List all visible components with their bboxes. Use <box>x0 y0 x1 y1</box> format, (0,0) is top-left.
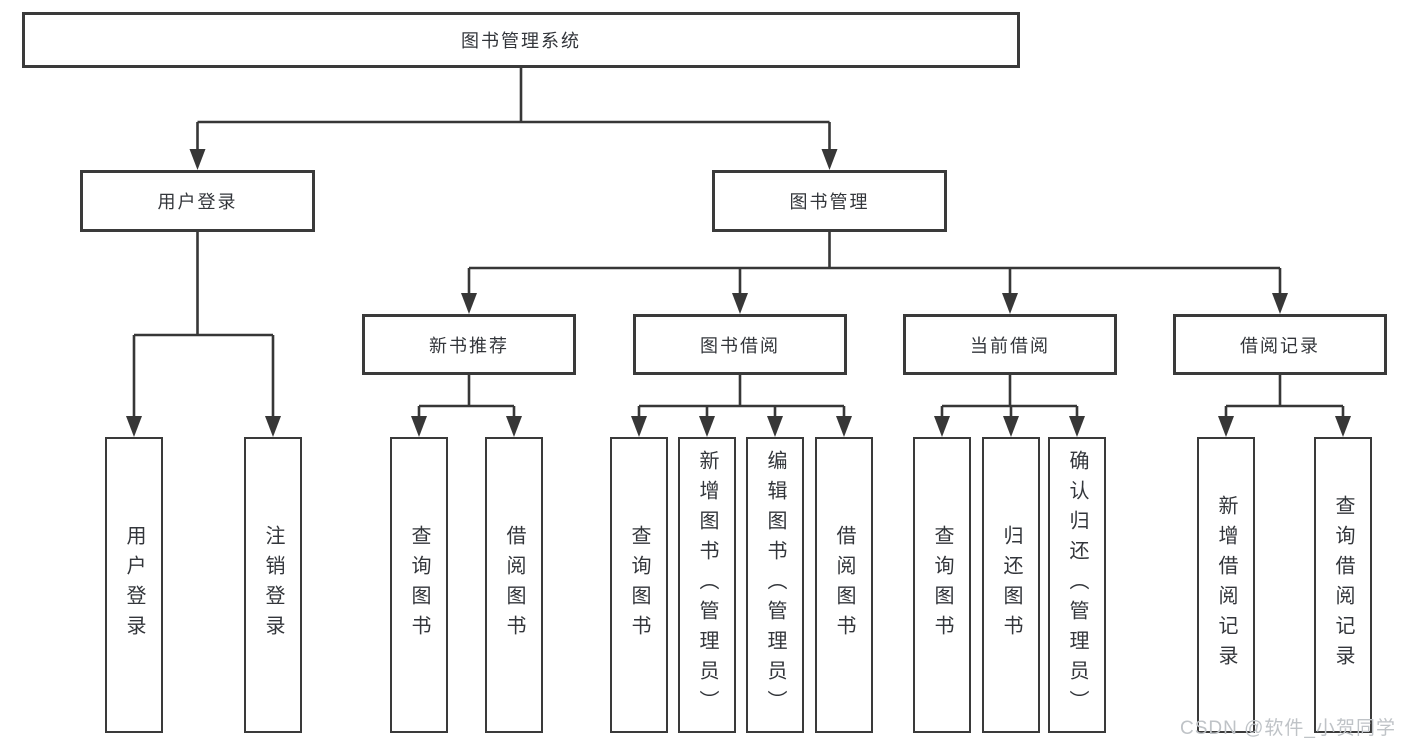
leaf-confirm-return-admin-label: 确认归还（管理员） <box>1066 450 1088 720</box>
leaf-query-books-borrow-label: 查询图书 <box>628 525 650 645</box>
connector-strokes <box>132 68 1345 418</box>
leaf-add-borrow-record-label: 新增借阅记录 <box>1215 495 1237 675</box>
node-user-login: 用户登录 <box>80 170 315 232</box>
node-current-borrow: 当前借阅 <box>903 314 1117 375</box>
leaf-return-books: 归还图书 <box>982 437 1040 733</box>
node-new-book-recommend-label: 新书推荐 <box>429 335 509 356</box>
leaf-edit-book-admin: 编辑图书（管理员） <box>746 437 804 733</box>
leaf-query-books-recommend-label: 查询图书 <box>408 525 430 645</box>
node-root-label: 图书管理系统 <box>461 31 581 51</box>
node-book-borrow: 图书借阅 <box>633 314 847 375</box>
node-book-borrow-label: 图书借阅 <box>700 335 780 356</box>
leaf-query-books-recommend: 查询图书 <box>390 437 448 733</box>
leaf-query-borrow-record-label: 查询借阅记录 <box>1332 495 1354 675</box>
node-borrow-records: 借阅记录 <box>1173 314 1387 375</box>
leaf-add-book-admin-label: 新增图书（管理员） <box>696 450 718 720</box>
node-book-management-label: 图书管理 <box>789 192 870 212</box>
leaf-query-books-current: 查询图书 <box>913 437 971 733</box>
leaf-query-books-borrow: 查询图书 <box>610 437 668 733</box>
leaf-user-login-label: 用户登录 <box>123 525 145 645</box>
leaf-return-books-label: 归还图书 <box>1000 525 1022 645</box>
leaf-borrow-books-recommend: 借阅图书 <box>485 437 543 733</box>
node-book-management: 图书管理 <box>712 170 947 232</box>
node-borrow-records-label: 借阅记录 <box>1240 335 1320 356</box>
leaf-add-book-admin: 新增图书（管理员） <box>678 437 736 733</box>
node-new-book-recommend: 新书推荐 <box>362 314 576 375</box>
leaf-query-books-current-label: 查询图书 <box>931 525 953 645</box>
leaf-add-borrow-record: 新增借阅记录 <box>1197 437 1255 733</box>
node-user-login-label: 用户登录 <box>157 192 238 212</box>
leaf-user-login: 用户登录 <box>105 437 163 733</box>
node-current-borrow-label: 当前借阅 <box>970 335 1050 356</box>
leaf-edit-book-admin-label: 编辑图书（管理员） <box>764 450 786 720</box>
node-root: 图书管理系统 <box>22 12 1020 68</box>
csdn-watermark: CSDN @软件_小贺同学 <box>1180 718 1396 739</box>
arrowheads <box>126 149 1351 437</box>
leaf-borrow-books: 借阅图书 <box>815 437 873 733</box>
leaf-borrow-books-label: 借阅图书 <box>833 525 855 645</box>
leaf-logout-label: 注销登录 <box>262 525 284 645</box>
leaf-confirm-return-admin: 确认归还（管理员） <box>1048 437 1106 733</box>
leaf-query-borrow-record: 查询借阅记录 <box>1314 437 1372 733</box>
leaf-logout: 注销登录 <box>244 437 302 733</box>
leaf-borrow-books-recommend-label: 借阅图书 <box>503 525 525 645</box>
